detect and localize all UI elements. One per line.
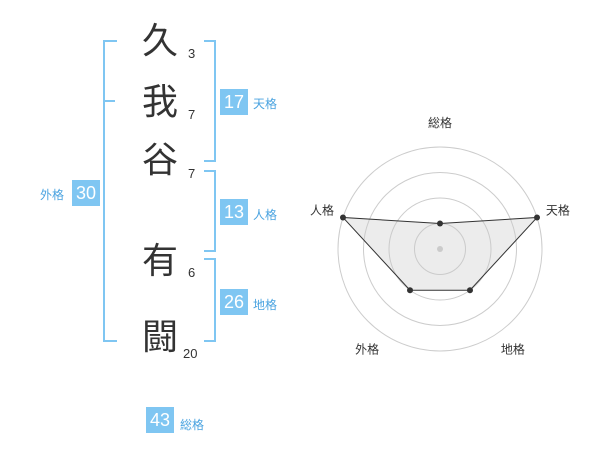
chikaku-bracket	[204, 258, 216, 342]
gaikaku-label: 外格	[40, 188, 65, 202]
radar-axis-label-5: 人格	[310, 203, 334, 218]
tenkaku-bracket	[204, 40, 216, 162]
stroke-count-4: 6	[188, 265, 196, 280]
gaikaku-bracket-tick	[103, 100, 115, 102]
gaikaku-bracket	[103, 40, 117, 342]
name-char-2: 我	[142, 82, 179, 123]
jinkaku-label: 人格	[253, 208, 278, 222]
name-char-5: 闘	[142, 317, 179, 358]
radar-ring	[363, 172, 517, 326]
radar-axis-label-4: 外格	[355, 341, 379, 356]
tenkaku-score: 17	[220, 89, 248, 115]
name-char-4: 有	[142, 241, 179, 282]
radar-center-dot	[437, 246, 443, 252]
radar-point-1	[437, 220, 443, 227]
radar-point-5	[339, 214, 346, 221]
radar-point-3	[466, 287, 473, 294]
radar-ring	[337, 146, 543, 352]
gaikaku-score: 30	[72, 180, 100, 206]
radar-point-4	[407, 287, 414, 294]
stroke-count-2: 7	[188, 107, 196, 122]
radar-polygon	[341, 216, 539, 291]
stroke-count-1: 3	[188, 46, 196, 61]
name-char-3: 谷	[142, 140, 179, 181]
radar-ring	[388, 197, 492, 301]
stroke-count-3: 7	[188, 166, 196, 181]
name-char-1: 久	[142, 21, 179, 62]
jinkaku-bracket	[204, 170, 216, 252]
jinkaku-score: 13	[220, 199, 248, 225]
chikaku-score: 26	[220, 289, 248, 315]
stroke-count-5: 20	[183, 346, 198, 361]
radar-axis-label-1: 総格	[428, 115, 452, 130]
radar-point-2	[534, 214, 541, 221]
soukaku-score: 43	[146, 407, 174, 433]
radar-axis-label-3: 地格	[501, 341, 525, 356]
chikaku-label: 地格	[253, 298, 278, 312]
soukaku-label: 総格	[180, 418, 205, 432]
radar-axis-label-2: 天格	[546, 203, 570, 218]
tenkaku-label: 天格	[253, 97, 278, 111]
